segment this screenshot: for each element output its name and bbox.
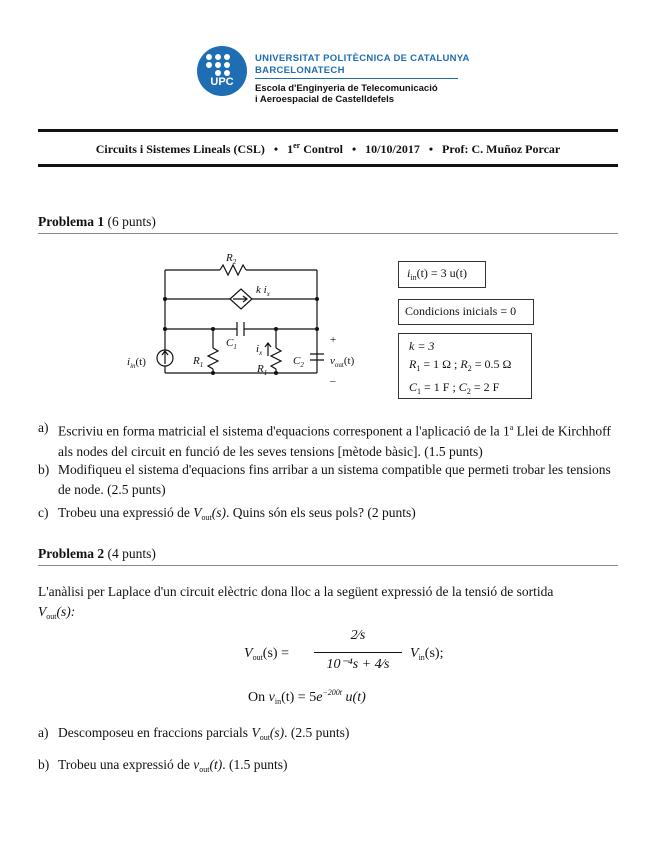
school-name-line1: Escola d'Enginyeria de Telecomunicació — [255, 83, 438, 94]
problem1-rule — [38, 233, 618, 234]
exam-name: Control — [303, 142, 343, 156]
equation-numerator: 2⁄s — [350, 628, 366, 643]
label-R1-left: R1 — [192, 355, 203, 369]
exam-header: Circuits i Sistemes Lineals (CSL) • 1er … — [95, 141, 561, 156]
logo-acronym: UPC — [210, 76, 234, 88]
parameters-box: k = 3 R1 = 1 Ω ; R2 = 0.5 Ω C1 = 1 F ; C… — [398, 333, 532, 399]
course-name: Circuits i Sistemes Lineals (CSL) — [95, 142, 265, 156]
exam-date: 10/10/2017 — [365, 142, 420, 156]
label-vout: vout(t) — [330, 355, 355, 369]
header-rule-top — [38, 129, 618, 132]
university-subname: BARCELONATECH — [255, 65, 345, 76]
circuit-diagram: R2 k ix C1 ix R1 R1 C2 iin(t) vout(t) + … — [127, 252, 355, 387]
label-dep-source: k ix — [256, 284, 271, 298]
problem2-question-a: a) Descomposeu en fraccions parcials Vou… — [38, 725, 350, 742]
logo-dots-icon — [206, 54, 238, 76]
problem1-question-b: b) Modifiqueu el sistema d'equacions fin… — [38, 462, 611, 497]
header-rule-bottom — [38, 164, 618, 167]
fraction-bar — [314, 652, 402, 653]
input-box: iin(t) = 3 u(t) — [398, 261, 486, 288]
problem1-question-c: c) Trobeu una expressió de Vout(s). Quin… — [38, 505, 416, 522]
exam-number: 1 — [287, 142, 294, 156]
label-C1: C1 — [226, 337, 237, 351]
problem2-title: Problema 2 (4 punts) — [38, 546, 156, 561]
upc-logo: UPC — [197, 46, 247, 96]
school-name-line2: i Aeroespacial de Castelldefels — [255, 94, 395, 105]
label-R1-right: R1 — [256, 363, 267, 377]
professor: Prof: C. Muñoz Porcar — [442, 142, 561, 156]
equation-denominator: 10⁻⁴s + 4⁄s — [326, 657, 390, 672]
label-iin: iin(t) — [127, 356, 146, 370]
label-ix: ix — [256, 343, 263, 357]
label-plus: + — [330, 334, 336, 346]
problem1-question-a: a) Escriviu en forma matricial el sistem… — [38, 420, 611, 459]
university-name: UNIVERSITAT POLITÈCNICA DE CATALUNYA — [255, 53, 470, 64]
problem2-rule — [38, 565, 618, 566]
input-signal-equation: On vin(t) = 5e−200t u(t) — [248, 688, 366, 706]
logo-divider — [255, 78, 458, 79]
problem1-title: Problema 1 (6 punts) — [38, 214, 156, 229]
initial-conditions-box: Condicions inicials = 0 — [398, 299, 534, 325]
label-C2: C2 — [293, 355, 304, 369]
label-R2: R2 — [225, 252, 237, 266]
problem2-question-b: b) Trobeu una expressió de vout(t). (1.5… — [38, 757, 288, 774]
label-minus: – — [329, 375, 336, 387]
problem2-intro: L'anàlisi per Laplace d'un circuit elèct… — [38, 584, 554, 621]
